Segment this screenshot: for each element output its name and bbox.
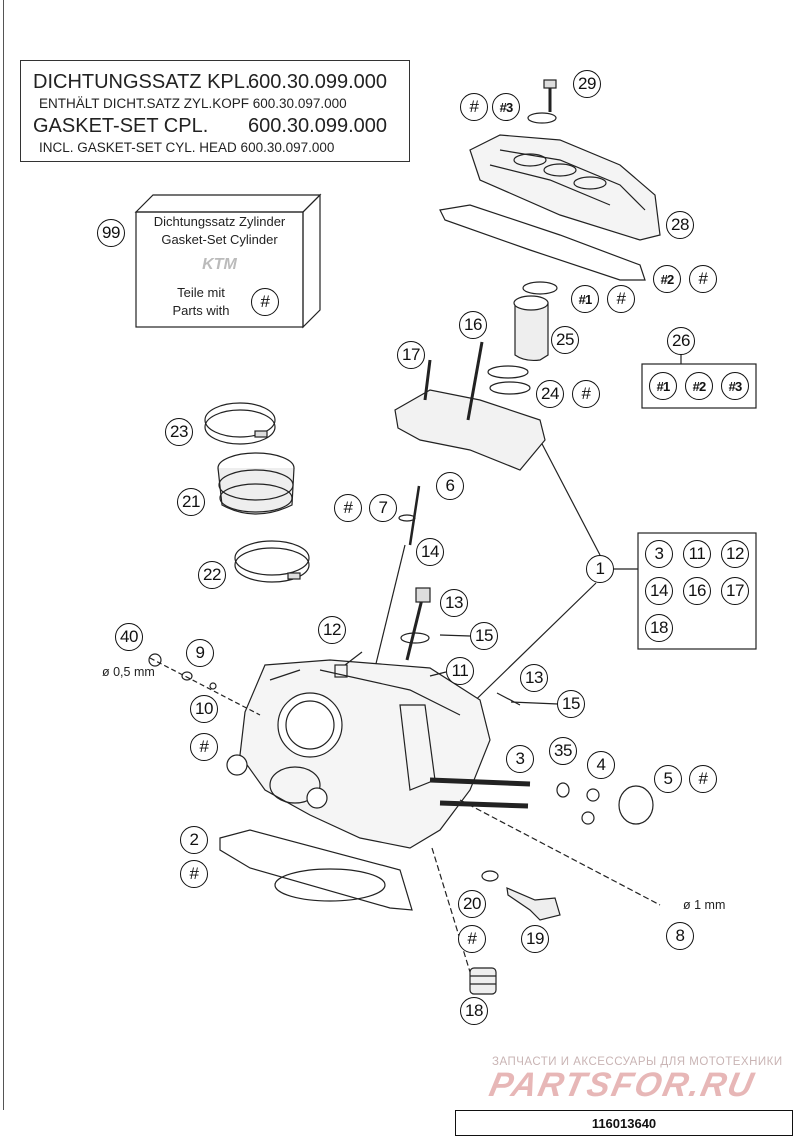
kit-line-2: Gasket-Set Cylinder (161, 232, 278, 247)
callout-11: 11 (446, 657, 474, 685)
watermark-subtitle: ЗАПЧАСТИ И АКСЕССУАРЫ ДЛЯ МОТОТЕХНИКИ (492, 1056, 783, 1068)
callout-40: 40 (115, 623, 143, 651)
callout-4: 4 (587, 751, 615, 779)
callout-25: 25 (551, 326, 579, 354)
callout-35: 35 (549, 737, 577, 765)
gasket-line-3-label: GASKET-SET CPL. (33, 115, 209, 137)
marker-hash-2: #2 (653, 265, 681, 293)
kit-box-front (135, 211, 304, 328)
callout-9: 9 (186, 639, 214, 667)
group-26-box (641, 363, 757, 409)
gasket-line-1-number: 600.30.099.000 (247, 71, 387, 93)
kit-box-top (134, 194, 322, 213)
group-26-item: #1 (649, 372, 677, 400)
callout-2: 2 (180, 826, 208, 854)
kit-line-1: Dichtungssatz Zylinder (153, 214, 286, 229)
callout-10: 10 (190, 695, 218, 723)
kit-marker: # (251, 288, 279, 316)
callout-15: 15 (470, 622, 498, 650)
group-26-item: #2 (685, 372, 713, 400)
callout-13: 13 (440, 589, 468, 617)
callout-24: 24 (536, 380, 564, 408)
callout-13: 13 (520, 664, 548, 692)
callout-3: 3 (506, 745, 534, 773)
callout-28: 28 (666, 211, 694, 239)
callout-21: 21 (177, 488, 205, 516)
gasket-line-4: INCL. GASKET-SET CYL. HEAD 600.30.097.00… (39, 140, 335, 155)
group-1-item: 12 (721, 540, 749, 568)
callout-29: 29 (573, 70, 601, 98)
callout-19: 19 (521, 925, 549, 953)
callout-12: 12 (318, 616, 346, 644)
group-1-item: 11 (683, 540, 711, 568)
document-number: 116013640 (455, 1110, 793, 1136)
marker-hash: # (180, 860, 208, 888)
marker-hash-1: #1 (571, 285, 599, 313)
group-1-item: 14 (645, 577, 673, 605)
kit-box-side (302, 193, 321, 329)
marker-hash: # (334, 494, 362, 522)
callout-8: 8 (666, 922, 694, 950)
marker-hash: # (460, 93, 488, 121)
marker-hash: # (572, 380, 600, 408)
group-26-item: #3 (721, 372, 749, 400)
callout-22: 22 (198, 561, 226, 589)
callout-15: 15 (557, 690, 585, 718)
callout-23: 23 (165, 418, 193, 446)
ktm-logo: KTM (202, 256, 237, 273)
callout-1: 1 (586, 555, 614, 583)
marker-hash-3: #3 (492, 93, 520, 121)
callout-20: 20 (458, 890, 486, 918)
group-1-item: 17 (721, 577, 749, 605)
group-1-box (637, 532, 757, 650)
gasket-set-box: DICHTUNGSSATZ KPL. 600.30.099.000 ENTHÄL… (20, 60, 410, 162)
frame-border (3, 0, 4, 1110)
marker-hash: # (607, 285, 635, 313)
group-1-item: 16 (683, 577, 711, 605)
kit-line-3: Teile mit (177, 285, 225, 300)
group-1-item: 18 (645, 614, 673, 642)
gasket-line-3: GASKET-SET CPL. 600.30.099.000 (33, 115, 399, 138)
callout-26: 26 (667, 327, 695, 355)
callout-99: 99 (97, 219, 125, 247)
marker-hash: # (458, 925, 486, 953)
watermark-logo: PARTSFOR.RU (486, 1066, 759, 1104)
marker-hash: # (689, 765, 717, 793)
note-0-5mm: ø 0,5 mm (102, 665, 155, 679)
callout-17: 17 (397, 341, 425, 369)
gasket-line-1: DICHTUNGSSATZ KPL. 600.30.099.000 (33, 71, 399, 94)
callout-6: 6 (436, 472, 464, 500)
callout-18: 18 (460, 997, 488, 1025)
gasket-line-2: ENTHÄLT DICHT.SATZ ZYL.KOPF 600.30.097.0… (39, 96, 347, 111)
kit-line-4: Parts with (172, 303, 230, 318)
callout-5: 5 (654, 765, 682, 793)
marker-hash: # (689, 265, 717, 293)
marker-hash: # (190, 733, 218, 761)
callout-16: 16 (459, 311, 487, 339)
note-1mm: ø 1 mm (683, 898, 726, 912)
callout-14: 14 (416, 538, 444, 566)
gasket-line-3-number: 600.30.099.000 (247, 115, 387, 137)
gasket-line-1-label: DICHTUNGSSATZ KPL. (33, 71, 251, 93)
group-1-item: 3 (645, 540, 673, 568)
callout-7: 7 (369, 494, 397, 522)
